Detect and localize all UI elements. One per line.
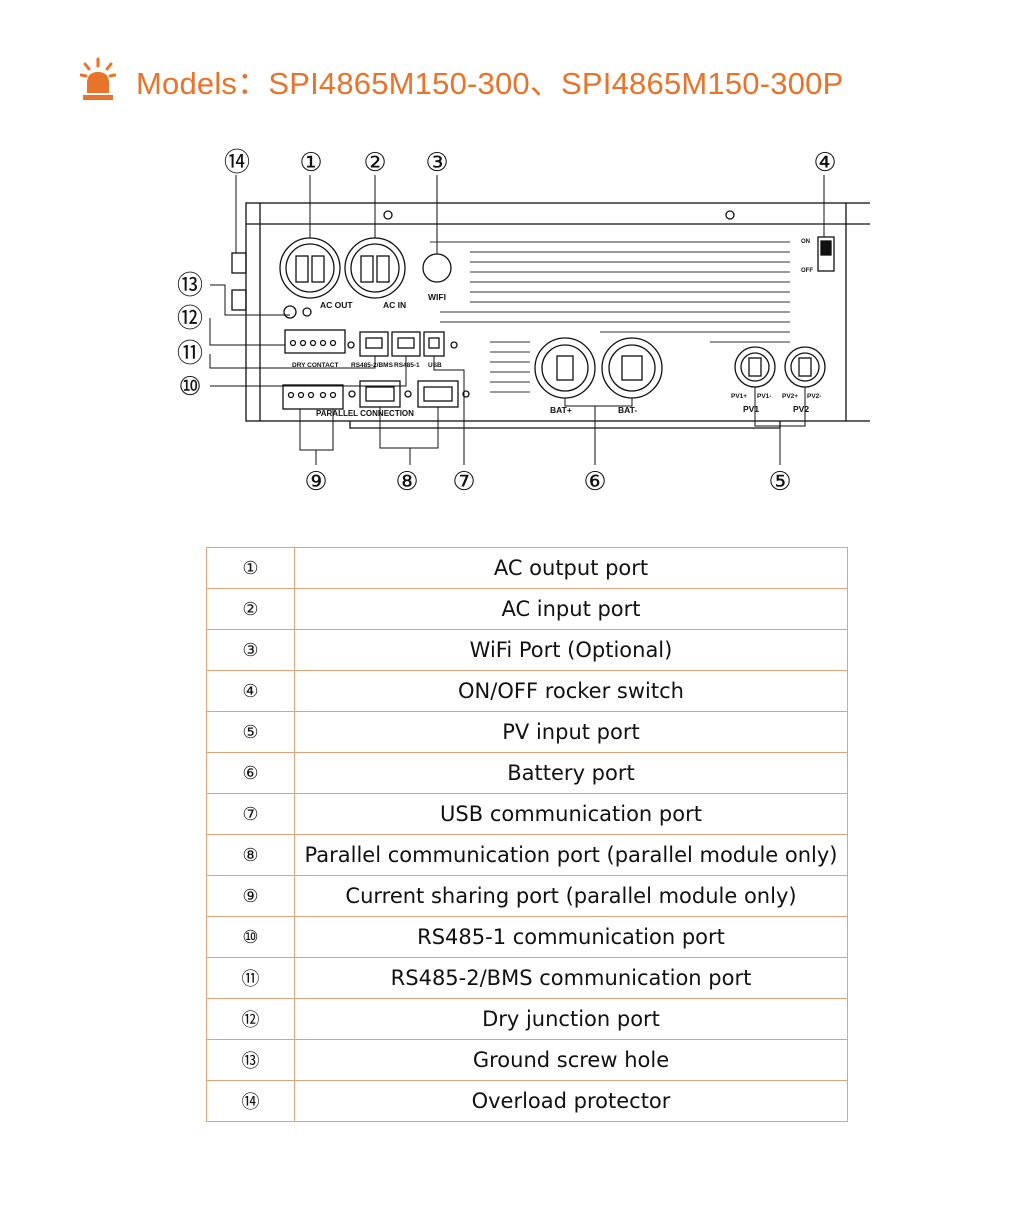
current-sharing-port xyxy=(282,384,344,410)
row-number: ⑩ xyxy=(206,916,295,958)
label-off: OFF xyxy=(801,268,813,274)
rs485-1-port xyxy=(391,331,421,357)
label-pv1-plus: PV1+ xyxy=(731,393,747,400)
callout-10: ⑩ xyxy=(178,371,201,401)
row-description: AC input port xyxy=(294,588,848,630)
label-parallel-connection: PARALLEL CONNECTION xyxy=(316,409,414,418)
callout-4: ④ xyxy=(813,147,836,177)
battery-plus-port xyxy=(534,337,596,399)
label-ac-in: AC IN xyxy=(383,300,406,310)
callout-3: ③ xyxy=(425,147,448,177)
row-number: ⑪ xyxy=(206,957,295,999)
overload-protector xyxy=(231,252,247,274)
inverter-body xyxy=(245,202,870,422)
callout-9: ⑨ xyxy=(304,466,327,496)
row-description: WiFi Port (Optional) xyxy=(294,629,848,671)
row-description: RS485-2/BMS communication port xyxy=(294,957,848,999)
row-description: Battery port xyxy=(294,752,848,794)
row-number: ⑦ xyxy=(206,793,295,835)
row-number: ⑫ xyxy=(206,998,295,1040)
inverter-panel-diagram: AC OUT AC IN WIFI ON OFF DRY CONTACT RS4… xyxy=(170,140,870,510)
rs485-2-bms-port xyxy=(359,331,389,357)
ac-in-port xyxy=(344,237,406,299)
label-pv2: PV2 xyxy=(793,404,809,414)
models-title: Models：SPI4865M150-300、SPI4865M150-300P xyxy=(136,65,844,101)
ground-screw xyxy=(283,305,297,319)
ac-out-port xyxy=(279,237,341,299)
callout-13: ⑬ xyxy=(177,270,203,300)
callout-11: ⑪ xyxy=(177,338,203,368)
page-header: Models：SPI4865M150-300、SPI4865M150-300P xyxy=(79,52,844,108)
label-pv2-minus: PV2- xyxy=(807,393,821,400)
on-off-switch xyxy=(817,236,835,272)
callout-12: ⑫ xyxy=(177,303,203,333)
callout-8: ⑧ xyxy=(395,466,418,496)
row-description: USB communication port xyxy=(294,793,848,835)
callout-2: ② xyxy=(363,147,386,177)
label-bat-plus: BAT+ xyxy=(550,405,572,415)
row-number: ⑤ xyxy=(206,711,295,753)
row-description: Current sharing port (parallel module on… xyxy=(294,875,848,917)
callout-14: ⑭ xyxy=(224,147,250,177)
callout-6: ⑥ xyxy=(583,466,606,496)
alarm-light-icon xyxy=(79,57,117,103)
label-wifi: WIFI xyxy=(428,292,446,302)
row-number: ③ xyxy=(206,629,295,671)
row-number: ① xyxy=(206,547,295,589)
label-on: ON xyxy=(801,239,810,245)
label-rs485-2-bms: RS485-2/BMS xyxy=(351,362,394,369)
row-number: ⑥ xyxy=(206,752,295,794)
row-description: Dry junction port xyxy=(294,998,848,1040)
label-pv2-plus: PV2+ xyxy=(782,393,798,400)
row-description: RS485-1 communication port xyxy=(294,916,848,958)
row-description: Parallel communication port (parallel mo… xyxy=(294,834,848,876)
wifi-port xyxy=(422,253,452,283)
label-rs485-1: RS485-1 xyxy=(394,362,420,369)
row-number: ④ xyxy=(206,670,295,712)
callout-7: ⑦ xyxy=(452,466,475,496)
dry-contact-port xyxy=(284,329,346,354)
row-number: ⑭ xyxy=(206,1080,295,1122)
row-description: AC output port xyxy=(294,547,848,589)
label-pv1: PV1 xyxy=(743,404,759,414)
row-number: ② xyxy=(206,588,295,630)
label-bat-minus: BAT- xyxy=(618,405,637,415)
row-description: Ground screw hole xyxy=(294,1039,848,1081)
row-number: ⑬ xyxy=(206,1039,295,1081)
row-number: ⑧ xyxy=(206,834,295,876)
callout-5: ⑤ xyxy=(768,466,791,496)
label-dry-contact: DRY CONTACT xyxy=(292,362,338,369)
label-usb: USB xyxy=(428,362,442,369)
row-description: PV input port xyxy=(294,711,848,753)
callout-1: ① xyxy=(299,147,322,177)
usb-port xyxy=(423,331,445,357)
row-description: ON/OFF rocker switch xyxy=(294,670,848,712)
row-number: ⑨ xyxy=(206,875,295,917)
battery-minus-port xyxy=(601,337,663,399)
label-pv1-minus: PV1- xyxy=(757,393,771,400)
row-description: Overload protector xyxy=(294,1080,848,1122)
label-ac-out: AC OUT xyxy=(320,300,353,310)
